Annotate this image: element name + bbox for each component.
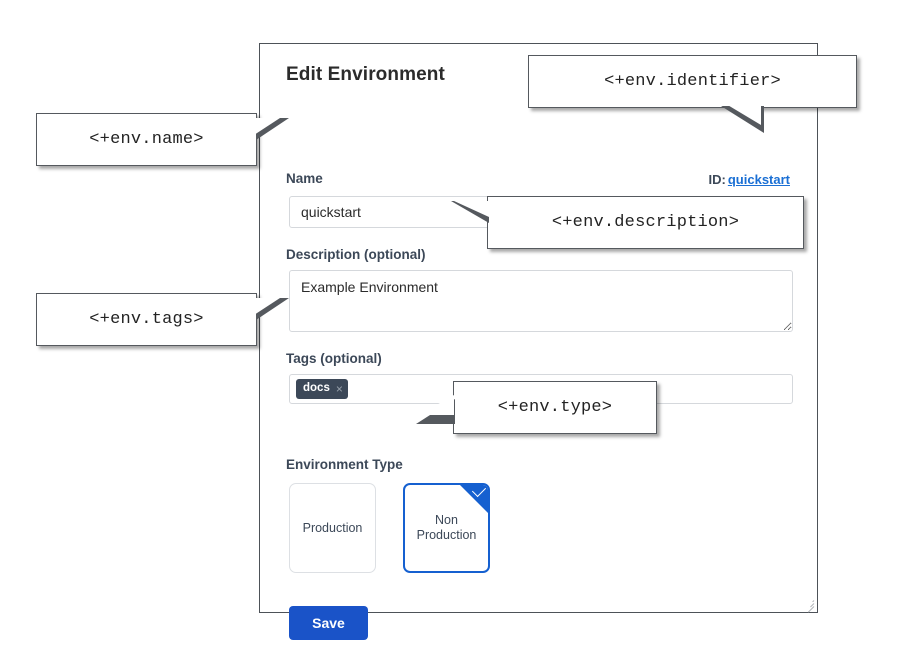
description-textarea[interactable] xyxy=(289,270,793,332)
identifier-label: ID: xyxy=(708,172,726,187)
environment-identifier: ID:quickstart xyxy=(709,172,790,187)
callout-label: <+env.description> xyxy=(551,213,740,232)
callout-tail-tags-fill xyxy=(254,298,280,315)
name-label: Name xyxy=(286,171,323,186)
callout-label: <+env.name> xyxy=(89,130,204,149)
callout-label: <+env.identifier> xyxy=(604,72,781,91)
callout-env-identifier: <+env.identifier> xyxy=(528,55,857,108)
callout-tail-name-fill xyxy=(254,118,280,135)
close-icon[interactable]: × xyxy=(335,382,343,396)
tags-label: Tags (optional) xyxy=(286,351,382,366)
textarea-resize-handle-icon[interactable] xyxy=(803,598,815,613)
identifier-link[interactable]: quickstart xyxy=(727,172,790,187)
callout-env-type: <+env.type> xyxy=(453,381,657,434)
environment-type-option-production[interactable]: Production xyxy=(289,483,376,573)
callout-tail-identifier-fill xyxy=(726,104,761,125)
save-button[interactable]: Save xyxy=(289,606,368,640)
callout-tail-description-fill xyxy=(454,201,489,217)
callout-label: <+env.type> xyxy=(497,398,613,417)
callout-env-description: <+env.description> xyxy=(487,196,804,249)
page-title: Edit Environment xyxy=(286,64,445,85)
environment-type-label: Environment Type xyxy=(286,457,403,472)
environment-type-option-label: Production xyxy=(302,520,363,535)
description-label: Description (optional) xyxy=(286,247,426,262)
callout-env-tags: <+env.tags> xyxy=(36,293,257,346)
callout-tail-type-fill xyxy=(419,395,454,415)
selected-corner-badge xyxy=(460,485,488,513)
callout-label: <+env.tags> xyxy=(89,310,204,329)
callout-env-name: <+env.name> xyxy=(36,113,257,166)
tag-chip-docs[interactable]: docs × xyxy=(296,379,348,399)
tag-chip-label: docs xyxy=(303,382,330,395)
